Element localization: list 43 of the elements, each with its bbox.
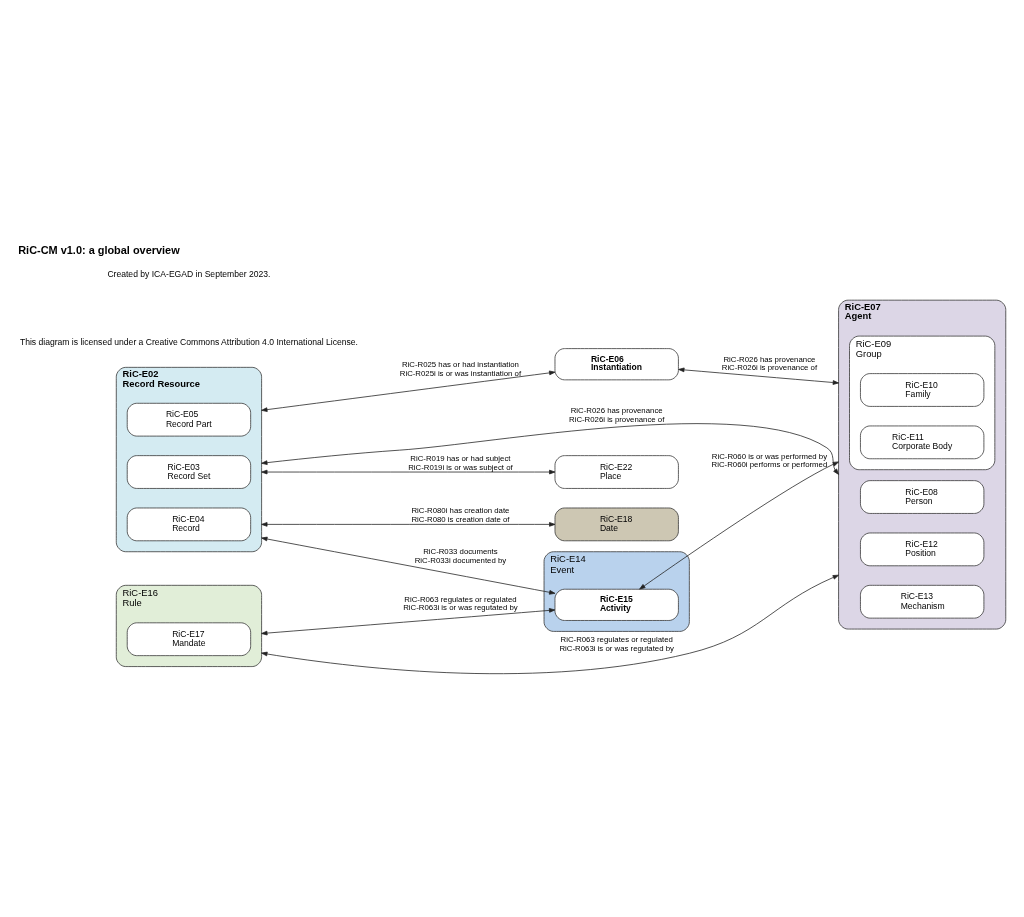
node-box: RiC-E06 Instantiation: [554, 348, 679, 381]
edge-label: RiC-R060 is or was performed by: [711, 451, 828, 461]
arrow: [261, 423, 839, 475]
node-box: RiC-E12 Position: [860, 532, 985, 567]
node-box: RiC-E04 Record: [126, 507, 252, 542]
edge-label: RiC-R026 has provenance: [570, 406, 663, 416]
arrow: [261, 469, 556, 475]
edge-label: RiC-R080i has creation date: [411, 506, 510, 516]
arrow: [261, 608, 556, 636]
arrow: [261, 522, 556, 527]
label: RiC-R026i is provenance of: [569, 415, 665, 425]
label: RiC-R063i is or was regutated by: [559, 643, 674, 653]
label: RiC-R080 is creation date of: [411, 515, 510, 525]
arrow: [261, 574, 839, 675]
arrow: [639, 461, 839, 590]
label: This diagram is licensed under a Creative Commons Attribution 4.0 International License.: [19, 336, 358, 347]
label: RiC-R063i is or was regutated by: [403, 603, 518, 613]
arrow: [261, 370, 556, 412]
node-box: RiC-E15 Activity: [554, 588, 679, 621]
edge-label: RiC-R025 has or had instantiation: [401, 360, 519, 370]
node-box: RiC-E11 Corporate Body: [860, 425, 985, 460]
label: Created by ICA-EGAD in September 2023.: [107, 269, 271, 280]
edge-label: RiC-R019 has or had subject: [410, 454, 511, 464]
node-box: RiC-E08 Person: [860, 480, 985, 514]
node-box: RiC-E13 Mechanism: [860, 584, 985, 619]
arrow: [678, 367, 839, 385]
arrow: [261, 536, 556, 595]
node-box: RiC-E05 Record Part: [126, 402, 252, 437]
edge-label: RiC-R063 regulates or regulated: [560, 635, 673, 645]
label: RiC-R026i is provenance of: [721, 363, 818, 373]
edge-label: RiC-R026 has provenance: [723, 354, 816, 364]
edge-label: RiC-R033 documents: [423, 547, 498, 557]
node-box: RiC-E22 Place: [554, 455, 679, 489]
node-box: RiC-E18 Date: [554, 507, 679, 542]
node-box: RiC-E03 Record Set: [126, 455, 252, 489]
label: RiC-R025i is or was instantiation of: [399, 368, 522, 378]
node-box: RiC-E10 Family: [860, 373, 985, 407]
diagram-title: RiC-CM v1.0: a global overview: [18, 244, 180, 257]
label: RiC-R019i is or was subject of: [408, 462, 513, 472]
label: RiC-R060i performs or performed: [711, 460, 828, 470]
label: RiC-R033i documented by: [414, 555, 507, 565]
edge-label: RiC-R063 regulates or regulated: [404, 594, 517, 604]
node-box: RiC-E17 Mandate: [126, 622, 252, 657]
